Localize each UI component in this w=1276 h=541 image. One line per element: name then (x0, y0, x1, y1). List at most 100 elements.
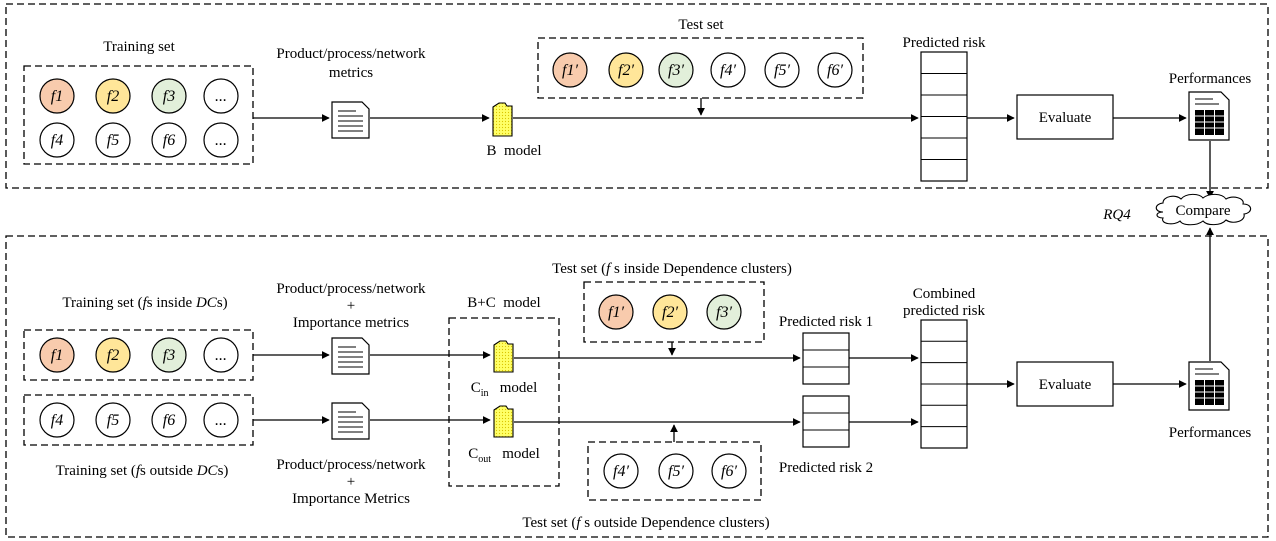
top-training-node-label: f6 (163, 132, 175, 149)
top-training-node-label: ... (215, 88, 227, 105)
inside-training-node-label: f1 (51, 347, 63, 364)
top-training-node-circle (95, 122, 131, 158)
top-test-node-circle (608, 52, 644, 88)
outside-test-nodes: f4′ f5′ f6′ (603, 453, 747, 489)
inside-training-node-circle (151, 337, 187, 373)
outside-training-node-label: f4 (51, 412, 63, 429)
inside-training-node-circle (39, 337, 75, 373)
inside-test-node-label: f1′ (608, 304, 624, 321)
top-training-node-circle (39, 122, 75, 158)
combined-risk-line2: predicted risk (903, 303, 986, 319)
top-training-node-circle (39, 78, 75, 114)
inside-training-node-label: f3 (163, 347, 175, 364)
compare-cloud (1155, 193, 1252, 226)
metrics-bottom-plus: + (347, 474, 355, 490)
training-inside-label: Training set (fs inside DCs) (62, 295, 227, 311)
predicted-risk-1-stack (802, 332, 850, 385)
top-training-node-circle (95, 78, 131, 114)
metrics-bottom-line1: Product/process/network (276, 457, 426, 473)
bc-model-label: B+C model (467, 295, 540, 311)
top-test-node-circle (658, 52, 694, 88)
top-training-node-label: ... (215, 132, 227, 149)
cout-folder-icon (493, 405, 514, 438)
top-test-node-label: f1′ (562, 62, 578, 79)
predicted-risk-2-stack (802, 395, 850, 448)
combined-risk-line1: Combined (913, 286, 976, 302)
inside-test-node-label: f2′ (662, 304, 678, 321)
metrics-top-plus: + (347, 298, 355, 314)
inside-test-set-box (583, 281, 765, 343)
top-model-label: B model (487, 143, 542, 159)
top-training-node-circle (203, 78, 239, 114)
outside-test-node-label: f6′ (721, 463, 737, 480)
outside-training-node-circle (95, 402, 131, 438)
top-performances-label: Performances (1169, 71, 1252, 87)
outside-test-set-box (587, 441, 762, 501)
top-test-set-label: Test set (678, 17, 724, 33)
inside-test-node-label: f3′ (716, 304, 732, 321)
top-training-nodes: f1 f2 f3... f4 f5 f6... (39, 78, 239, 158)
combined-risk-stack (920, 319, 968, 449)
training-outside-label: Training set (fs outside DCs) (56, 463, 229, 479)
top-training-node-label: f1 (51, 88, 63, 105)
top-metrics-label-line2: metrics (329, 65, 373, 81)
top-test-node-circle (764, 52, 800, 88)
test-inside-label: Test set (f s inside Dependence clusters… (552, 261, 792, 277)
rq-label: RQ4 (1102, 207, 1131, 223)
top-evaluate-label: Evaluate (1039, 110, 1092, 126)
outside-test-node-circle (711, 453, 747, 489)
outside-test-node-label: f4′ (613, 463, 629, 480)
outside-training-node-circle (39, 402, 75, 438)
inside-training-node-circle (95, 337, 131, 373)
top-test-node-circle (552, 52, 588, 88)
compare-label: Compare (1176, 203, 1231, 219)
outside-training-node-circle (203, 402, 239, 438)
top-training-node-label: f3 (163, 88, 175, 105)
top-test-node-label: f5′ (774, 62, 790, 79)
top-training-node-label: f2 (107, 88, 119, 105)
top-predicted-risk-label: Predicted risk (903, 35, 986, 51)
metrics-top-line1: Product/process/network (276, 281, 426, 297)
cout-model-label: Cout model (468, 446, 540, 465)
top-performance-doc-icon (1188, 91, 1230, 141)
outside-test-node-label: f5′ (668, 463, 684, 480)
top-document-icon (331, 101, 370, 139)
top-training-set-box (23, 65, 254, 165)
outside-test-node-circle (658, 453, 694, 489)
outside-document-icon (331, 402, 370, 440)
top-training-node-circle (151, 78, 187, 114)
bottom-performance-doc-icon (1188, 361, 1230, 411)
test-outside-label: Test set (f s outside Dependence cluster… (522, 515, 769, 531)
inside-test-nodes: f1′ f2′ f3′ (598, 294, 742, 330)
top-test-node-circle (710, 52, 746, 88)
top-folder-icon (492, 102, 513, 137)
cin-folder-icon (493, 340, 514, 373)
outside-training-node-label: f5 (107, 412, 119, 429)
top-training-set-label: Training set (103, 39, 175, 55)
top-test-node-label: f4′ (720, 62, 736, 79)
top-test-set-box (537, 37, 864, 99)
cin-model-label: Cin model (471, 380, 538, 399)
bottom-evaluate-label: Evaluate (1039, 377, 1092, 393)
outside-training-node-circle (151, 402, 187, 438)
top-training-node-circle (151, 122, 187, 158)
top-training-node-label: f5 (107, 132, 119, 149)
inside-training-node-label: f2 (107, 347, 119, 364)
top-evaluate-box (1016, 94, 1114, 140)
metrics-top-line3: Importance metrics (293, 315, 409, 331)
inside-test-node-circle (598, 294, 634, 330)
top-training-node-label: f4 (51, 132, 63, 149)
top-metrics-label-line1: Product/process/network (276, 46, 426, 62)
inside-test-node-circle (652, 294, 688, 330)
top-test-node-label: f2′ (618, 62, 634, 79)
bottom-performances-label: Performances (1169, 425, 1252, 441)
inside-document-icon (331, 337, 370, 375)
predicted-risk-1-label: Predicted risk 1 (779, 314, 873, 330)
bottom-panel-frame (5, 235, 1269, 538)
outside-test-node-circle (603, 453, 639, 489)
bc-model-box (448, 317, 560, 487)
top-test-node-label: f6′ (827, 62, 843, 79)
inside-test-node-circle (706, 294, 742, 330)
